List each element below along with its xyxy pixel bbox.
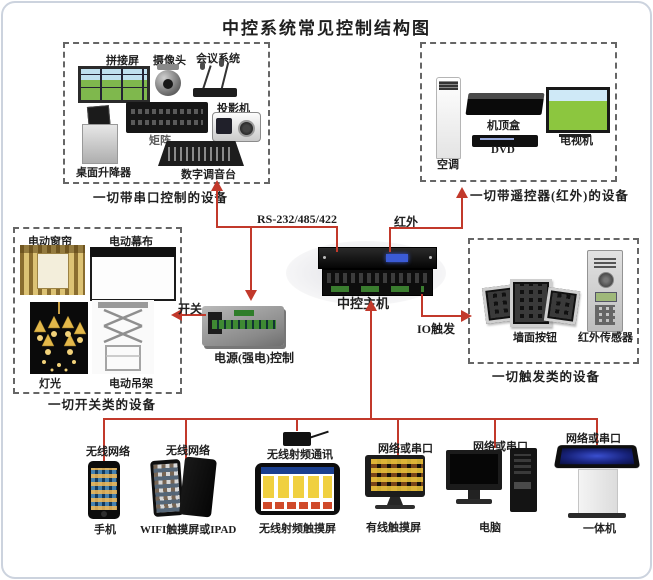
mixer-image bbox=[158, 141, 244, 166]
central-host-image bbox=[318, 247, 437, 296]
matrix-image bbox=[126, 102, 208, 133]
matrix-label: 矩阵 bbox=[149, 135, 171, 147]
dvd-label: DVD bbox=[491, 144, 515, 156]
pc-image bbox=[446, 448, 546, 522]
trigger-devices-box bbox=[468, 238, 639, 364]
tv-label: 电视机 bbox=[560, 135, 593, 147]
switch-group-caption: 一切开关类的设备 bbox=[48, 398, 157, 412]
rf-touchscreen-image bbox=[255, 463, 340, 515]
light-label: 灯光 bbox=[39, 378, 61, 390]
switch-line bbox=[181, 314, 206, 316]
wall-buttons-image bbox=[481, 277, 581, 333]
rs232-link-label: RS-232/485/422 bbox=[257, 212, 338, 226]
wall-buttons-label: 墙面按钮 bbox=[513, 332, 557, 344]
infrared-devices-box bbox=[420, 42, 617, 182]
conference-label: 会议系统 bbox=[196, 53, 240, 65]
rf-touchscreen-label: 无线射频触摸屏 bbox=[259, 523, 336, 535]
diagram-title: 中控系统常见控制结构图 bbox=[222, 19, 431, 38]
phone-link-label: 无线网络 bbox=[86, 446, 130, 458]
proj-screen-image bbox=[90, 247, 176, 301]
infrared-host-line bbox=[389, 227, 391, 252]
video-wall-image bbox=[78, 66, 150, 103]
ipad-image bbox=[150, 456, 217, 520]
drop-wired bbox=[397, 418, 399, 457]
kiosk-link-label: 网络或串口 bbox=[566, 433, 621, 445]
power-arrowhead bbox=[245, 290, 257, 301]
power-control-label: 电源(强电)控制 bbox=[214, 351, 294, 365]
ac-image bbox=[436, 77, 461, 159]
infrared-group-caption: 一切带遥控器(红外)的设备 bbox=[470, 189, 629, 203]
drop-rf bbox=[296, 418, 298, 431]
switch-arrowhead bbox=[171, 309, 182, 321]
infrared-link-label: 红外 bbox=[394, 215, 419, 229]
settop-image bbox=[465, 93, 545, 115]
serial-devices-box bbox=[63, 42, 270, 184]
phone-image bbox=[88, 461, 120, 519]
power-control-image bbox=[202, 306, 284, 346]
mixer-label: 数字调音台 bbox=[181, 169, 236, 181]
kiosk-image bbox=[553, 443, 641, 521]
tv-image bbox=[546, 87, 610, 137]
drop-kiosk bbox=[596, 418, 598, 445]
io-horizontal-line bbox=[421, 315, 463, 317]
infrared-arrowhead bbox=[456, 187, 468, 198]
settop-label: 机顶盒 bbox=[487, 120, 520, 132]
conference-mics-image bbox=[193, 59, 237, 97]
hanger-label: 电动吊架 bbox=[109, 378, 153, 390]
phone-label: 手机 bbox=[94, 524, 116, 536]
wired-touchscreen-label: 有线触摸屏 bbox=[366, 522, 421, 534]
ir-sensor-label: 红外传感器 bbox=[578, 332, 633, 344]
ac-label: 空调 bbox=[437, 159, 459, 171]
host-feed-arrowhead bbox=[365, 300, 377, 311]
io-vertical-line bbox=[421, 294, 423, 317]
ir-sensor-image bbox=[587, 250, 623, 332]
proj-screen-label: 电动幕布 bbox=[109, 236, 153, 248]
rs232-arrowhead bbox=[211, 180, 223, 191]
rf-dongle-image bbox=[283, 426, 329, 446]
central-host-label: 中控主机 bbox=[337, 296, 390, 311]
wired-touchscreen-image bbox=[363, 455, 429, 511]
power-down-line bbox=[250, 226, 252, 292]
drop-pc bbox=[494, 418, 496, 448]
switch-link-label: 开关 bbox=[178, 302, 203, 316]
kiosk-label: 一体机 bbox=[583, 523, 616, 535]
dome-camera-image bbox=[153, 64, 183, 97]
trigger-group-caption: 一切触发类的设备 bbox=[492, 370, 601, 384]
host-feed-line bbox=[370, 310, 372, 420]
pc-label: 电脑 bbox=[479, 522, 501, 534]
terminal-bus-line bbox=[103, 418, 598, 420]
ipad-label: WIFI触摸屏或IPAD bbox=[140, 524, 237, 536]
drop-phone bbox=[103, 418, 105, 463]
desk-lifter-image bbox=[82, 105, 118, 164]
io-trigger-link-label: IO触发 bbox=[417, 322, 456, 336]
wired-link-label: 网络或串口 bbox=[378, 443, 433, 455]
rf-link-label: 无线射频通讯 bbox=[267, 449, 333, 461]
rs232-host-line bbox=[336, 226, 338, 252]
chandelier-image bbox=[30, 302, 88, 379]
dvd-image bbox=[472, 135, 538, 147]
ipad-link-label: 无线网络 bbox=[166, 445, 210, 457]
rs232-line bbox=[216, 226, 338, 228]
infrared-up-line bbox=[461, 197, 463, 229]
video-wall-label: 拼接屏 bbox=[106, 55, 139, 67]
projector-image bbox=[212, 112, 261, 142]
infrared-line bbox=[389, 227, 463, 229]
io-arrowhead bbox=[461, 310, 472, 322]
desk-lifter-label: 桌面升降器 bbox=[76, 167, 131, 179]
rs232-up-line bbox=[216, 190, 218, 228]
hanger-image bbox=[92, 300, 154, 379]
drop-ipad bbox=[185, 418, 187, 460]
serial-group-caption: 一切带串口控制的设备 bbox=[93, 191, 229, 205]
curtain-image bbox=[20, 245, 85, 295]
